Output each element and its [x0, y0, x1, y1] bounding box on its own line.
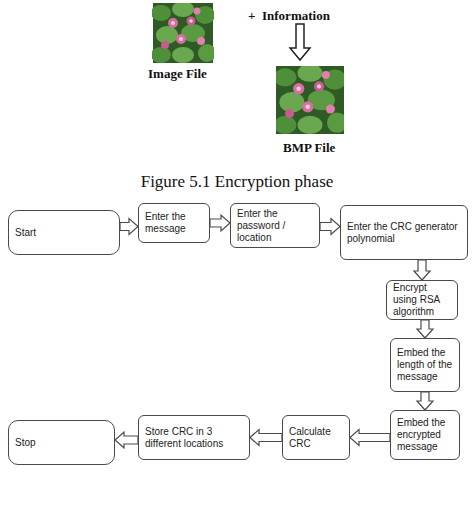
box-text: Embed the encrypted message: [397, 417, 453, 453]
figure-label: Image File: [148, 66, 207, 82]
box-text: Enter the CRC generator polynomial: [347, 221, 461, 245]
flow-arrow: [417, 392, 433, 410]
box-text-group: Encrypt using RSA algorithm: [393, 282, 451, 318]
process-box: Embed the encrypted message: [390, 410, 460, 460]
figure-label: Information: [262, 8, 330, 24]
box-text-group: Stop: [15, 437, 36, 449]
flow-arrow: [120, 219, 138, 235]
box-text: Embed the length of the message: [397, 347, 453, 383]
flow-arrow: [210, 215, 230, 231]
box-text: Calculate CRC: [289, 426, 343, 450]
box-text-group: Start: [15, 227, 36, 239]
box-text: Stop: [15, 437, 36, 449]
process-box: Calculate CRC: [282, 415, 350, 460]
flow-arrow: [250, 430, 282, 446]
box-text-group: Enter the CRC generator polynomial: [347, 221, 461, 245]
process-box: Store CRC in 3 different locations: [138, 415, 250, 460]
box-text-group: Enter the password / location: [237, 208, 313, 244]
figure-caption: Figure 5.1 Encryption phase: [0, 172, 474, 192]
box-text-group: Enter the message: [145, 211, 203, 235]
box-text-group: Calculate CRC: [289, 426, 343, 450]
process-box: Enter the password / location: [230, 203, 320, 248]
process-box: Enter the CRC generator polynomial: [340, 205, 468, 260]
box-text: Start: [15, 227, 36, 239]
box-text-group: Store CRC in 3 different locations: [145, 426, 243, 450]
box-text: Store CRC in 3 different locations: [145, 426, 243, 450]
flow-arrow: [417, 320, 433, 338]
box-text: Enter the message: [145, 211, 203, 235]
down-arrow: [290, 24, 310, 60]
box-text: Enter the password / location: [237, 208, 313, 244]
bmp-file-picture: [274, 64, 348, 134]
illustration: [0, 0, 474, 200]
box-text-group: Embed the encrypted message: [397, 417, 453, 453]
flow-arrow: [320, 219, 340, 235]
figure-label: +: [248, 8, 255, 24]
process-box: Enter the message: [138, 203, 210, 243]
box-text: Encrypt using RSA algorithm: [393, 282, 451, 318]
flow-arrow: [350, 430, 390, 446]
process-box: Encrypt using RSA algorithm: [386, 280, 458, 320]
flow-arrow: [115, 432, 138, 448]
process-box: Embed the length of the message: [390, 338, 460, 392]
flow-arrow: [414, 260, 430, 280]
box-text-group: Embed the length of the message: [397, 347, 453, 383]
terminal-box: Stop: [8, 420, 115, 465]
image-file-picture: [151, 1, 216, 63]
figure-label: BMP File: [283, 140, 335, 156]
terminal-box: Start: [8, 210, 120, 255]
